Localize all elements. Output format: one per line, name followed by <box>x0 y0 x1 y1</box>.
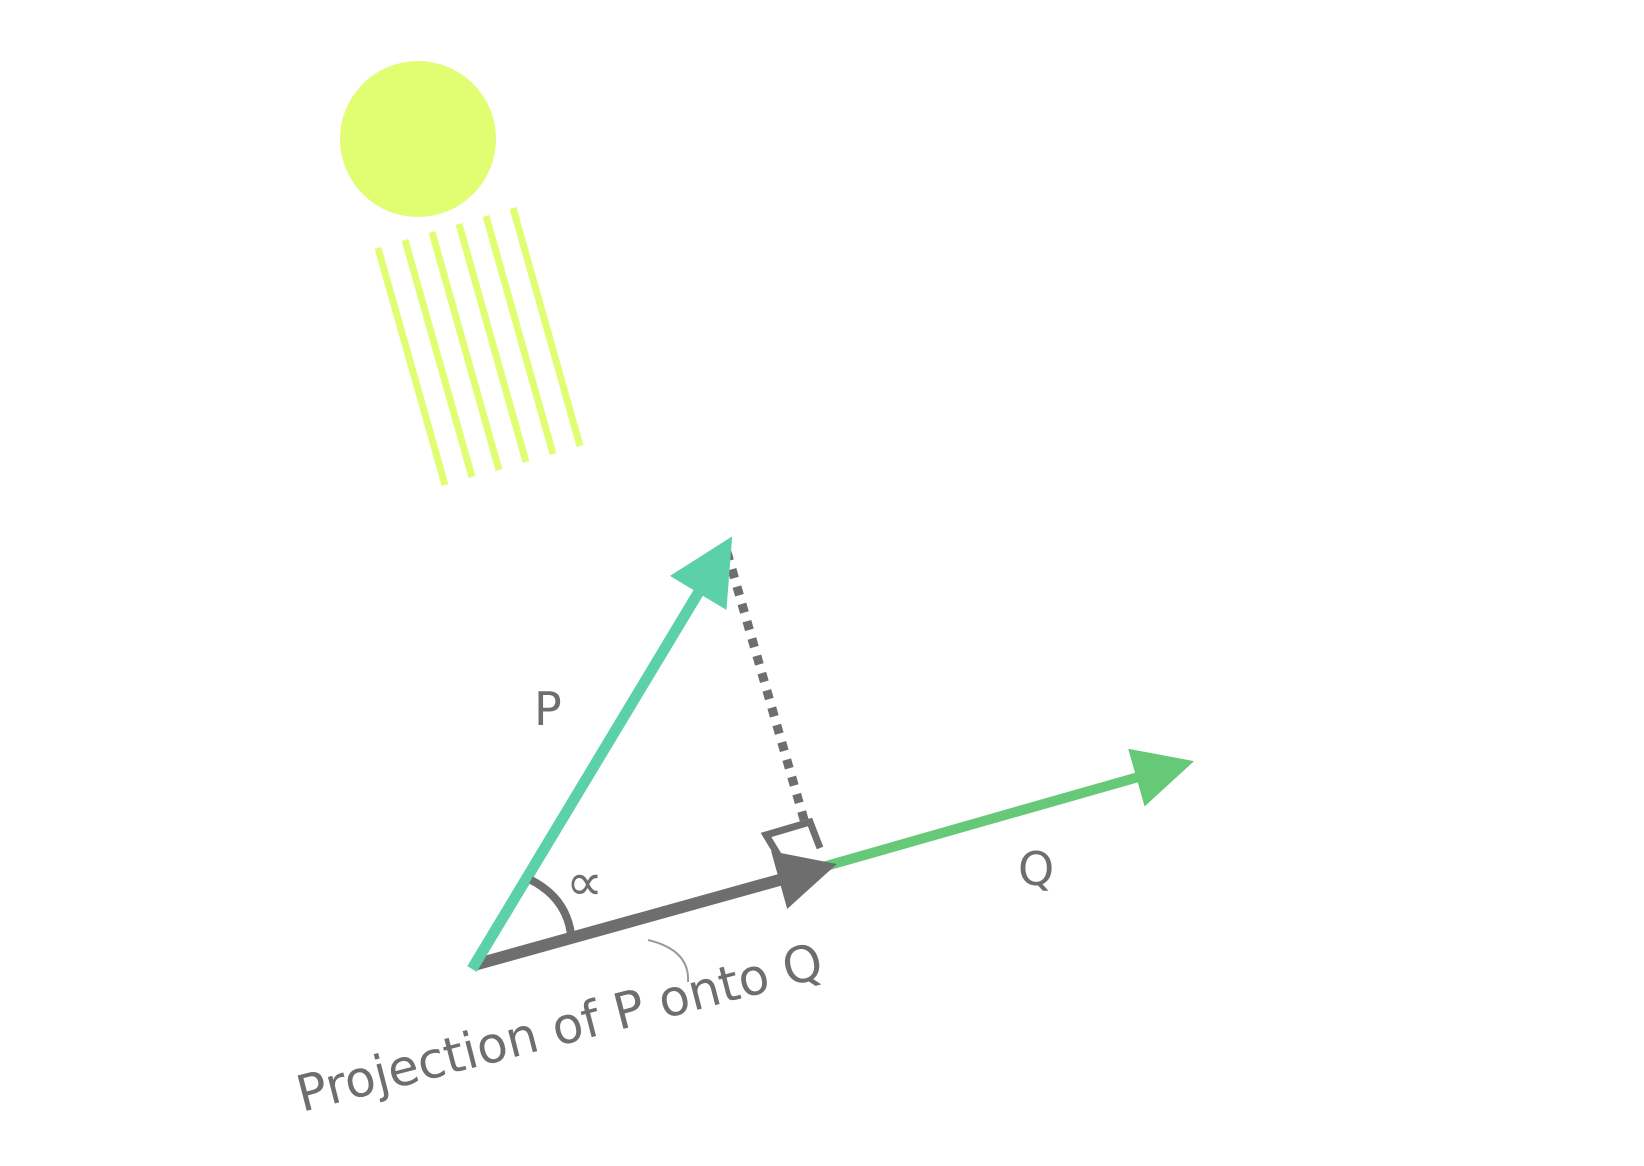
light-ray <box>428 231 503 471</box>
projection-leader-line <box>647 939 690 983</box>
projection-arrow <box>472 851 837 971</box>
light-ray <box>509 207 584 447</box>
vector-q-arrow <box>810 748 1195 875</box>
projection-label: Projection of P onto Q <box>290 932 828 1124</box>
perpendicular-dotted-line <box>722 550 810 825</box>
sun-disc <box>340 61 496 217</box>
right-angle-marker <box>760 817 824 860</box>
light-ray <box>374 247 449 486</box>
angle-label: ∝ <box>566 853 603 913</box>
vector-q-label: Q <box>1018 842 1054 896</box>
vector-p-arrow <box>467 536 733 972</box>
angle-arc <box>529 876 575 935</box>
light-ray <box>401 239 476 478</box>
sun-icon <box>340 61 496 217</box>
light-ray <box>455 223 530 463</box>
vector-p-label: P <box>534 682 562 736</box>
light-ray <box>482 215 557 455</box>
light-rays <box>374 207 584 486</box>
